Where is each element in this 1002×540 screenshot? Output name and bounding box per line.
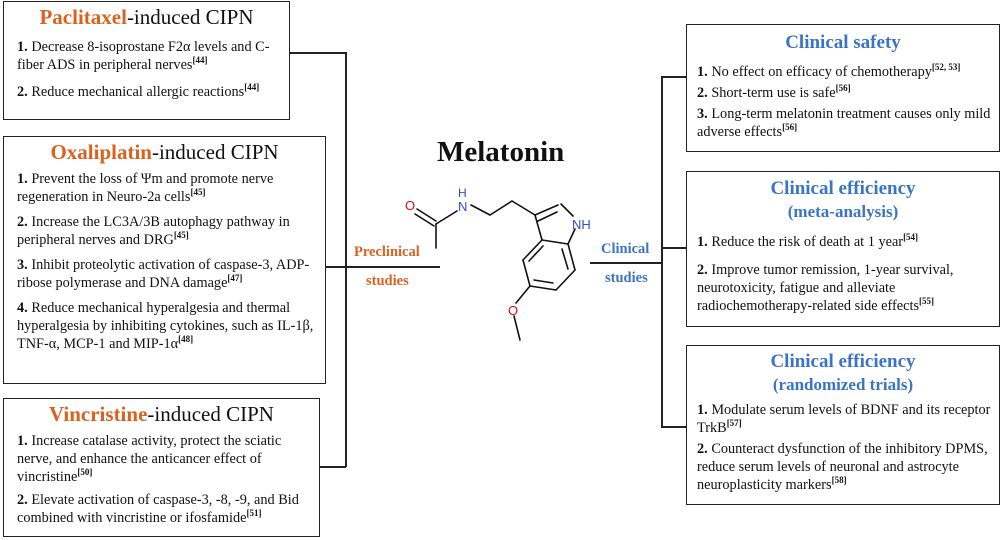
clinical-rct-subtitle: (randomized trials) — [772, 375, 914, 394]
right-connector-bottom — [661, 426, 686, 428]
paclitaxel-item-1: 1. Decrease 8-isoprostane F2α levels and… — [17, 39, 270, 73]
oxaliplatin-title: Oxaliplatin-induced CIPN — [4, 140, 325, 164]
carbonyl-bond-1 — [416, 208, 437, 222]
clinical-meta-subtitle: (meta-analysis) — [787, 202, 899, 221]
clinical-meta-box: Clinical efficiency (meta-analysis) 1. R… — [686, 171, 1000, 327]
oxaliplatin-item-2: 2. Increase the LC3A/3B autophagy pathwa… — [17, 214, 290, 248]
n1-c7a-bond — [567, 228, 576, 245]
methoxy-oxygen: O — [508, 303, 518, 318]
left-connector-bottom — [320, 466, 346, 468]
melatonin-structure: O H N NH O — [405, 186, 591, 341]
melatonin-title: Melatonin — [437, 136, 565, 168]
clinical-meta-item-1: 1. Reduce the risk of death at 1 year[54… — [697, 232, 919, 250]
amide-bond — [435, 210, 458, 225]
c4-c3a-double — [528, 245, 544, 262]
o-ch3-bond — [513, 315, 521, 341]
c5-o-bond — [515, 285, 531, 304]
c2-n1-bond — [560, 203, 574, 217]
vincristine-box: Vincristine-induced CIPN 1. Increase cat… — [3, 398, 320, 537]
clinical-safety-title: Clinical safety — [785, 32, 901, 53]
amide-nitrogen: N — [458, 199, 467, 214]
c7a-c7-double — [561, 248, 569, 270]
clinical-rct-item-1: 1. Modulate serum levels of BDNF and its… — [697, 402, 991, 436]
clinical-meta-title: Clinical efficiency — [770, 178, 916, 199]
vincristine-item-2: 2. Elevate activation of caspase-3, -8, … — [17, 492, 299, 526]
clinical-rct-title: Clinical efficiency — [770, 351, 916, 372]
vincristine-title: Vincristine-induced CIPN — [4, 402, 319, 426]
clinical-safety-box: Clinical safety 1. No effect on efficacy… — [686, 24, 1000, 152]
vincristine-drug: Vincristine — [49, 402, 148, 426]
left-connector-main — [346, 266, 440, 268]
oxaliplatin-item-3: 3. Inhibit proteolytic activation of cas… — [17, 257, 310, 291]
carbonyl-oxygen: O — [405, 198, 415, 213]
c7-c6-bond — [555, 269, 576, 291]
oxaliplatin-drug: Oxaliplatin — [50, 140, 152, 164]
ethyl-bond-3 — [511, 200, 536, 216]
clinical-safety-item-1: 1. No effect on efficacy of chemotherapy… — [697, 62, 961, 80]
right-connector-main — [590, 262, 662, 264]
ethyl-bond-1 — [470, 204, 491, 216]
oxaliplatin-suffix: -induced CIPN — [151, 140, 279, 164]
left-connector-top — [290, 52, 346, 54]
oxaliplatin-item-1: 1. Prevent the loss of Ψm and promote ne… — [17, 171, 274, 205]
c6-c5-bond — [529, 285, 557, 291]
paclitaxel-item-2: 2. Reduce mechanical allergic reactions[… — [17, 82, 260, 100]
clinical-meta-item-2: 2. Improve tumor remission, 1-year survi… — [697, 262, 954, 314]
c7a-c7-bond — [567, 243, 576, 271]
oxaliplatin-item-4: 4. Reduce mechanical hyperalgesia and th… — [17, 300, 314, 352]
paclitaxel-title: Paclitaxel-induced CIPN — [4, 5, 289, 29]
c3-c3a-bond — [534, 214, 543, 241]
clinical-label: Clinical — [601, 241, 650, 257]
paclitaxel-suffix: -induced CIPN — [126, 5, 254, 29]
carbonyl-bond-2 — [414, 213, 435, 227]
vincristine-suffix: -induced CIPN — [147, 402, 274, 426]
oxaliplatin-box: Oxaliplatin-induced CIPN 1. Prevent the … — [3, 136, 326, 384]
amide-hydrogen: H — [458, 186, 467, 200]
left-connector-vertical — [345, 52, 347, 467]
ethyl-bond-2 — [489, 200, 513, 216]
preclinical-label: Preclinical — [354, 244, 420, 260]
clinical-rct-item-2: 2. Counteract dysfunction of the inhibit… — [697, 441, 988, 493]
right-connector-mid — [661, 247, 686, 249]
c5-c4-bond — [522, 259, 531, 287]
paclitaxel-drug: Paclitaxel — [39, 5, 127, 29]
vincristine-item-1: 1. Increase catalase activity, protect t… — [17, 433, 282, 485]
clinical-rct-box: Clinical efficiency (randomized trials) … — [686, 345, 1000, 505]
indole-nh: NH — [572, 217, 591, 232]
c6-c5-double — [533, 279, 554, 284]
right-connector-vertical — [661, 76, 663, 427]
c3-c2-bond — [534, 204, 559, 216]
paclitaxel-box: Paclitaxel-induced CIPN 1. Decrease 8-is… — [3, 1, 290, 120]
c3-c2-double — [537, 211, 558, 222]
studies-label-right: studies — [605, 270, 648, 286]
right-connector-top — [661, 76, 686, 78]
left-connector-mid — [326, 266, 346, 268]
clinical-safety-item-3: 3. Long-term melatonin treatment causes … — [697, 106, 991, 140]
studies-label-left: studies — [366, 273, 409, 289]
clinical-safety-item-2: 2. Short-term use is safe[56] — [697, 83, 851, 101]
c4-c3a-bond — [522, 239, 543, 261]
c3a-c7a-bond — [541, 239, 569, 245]
